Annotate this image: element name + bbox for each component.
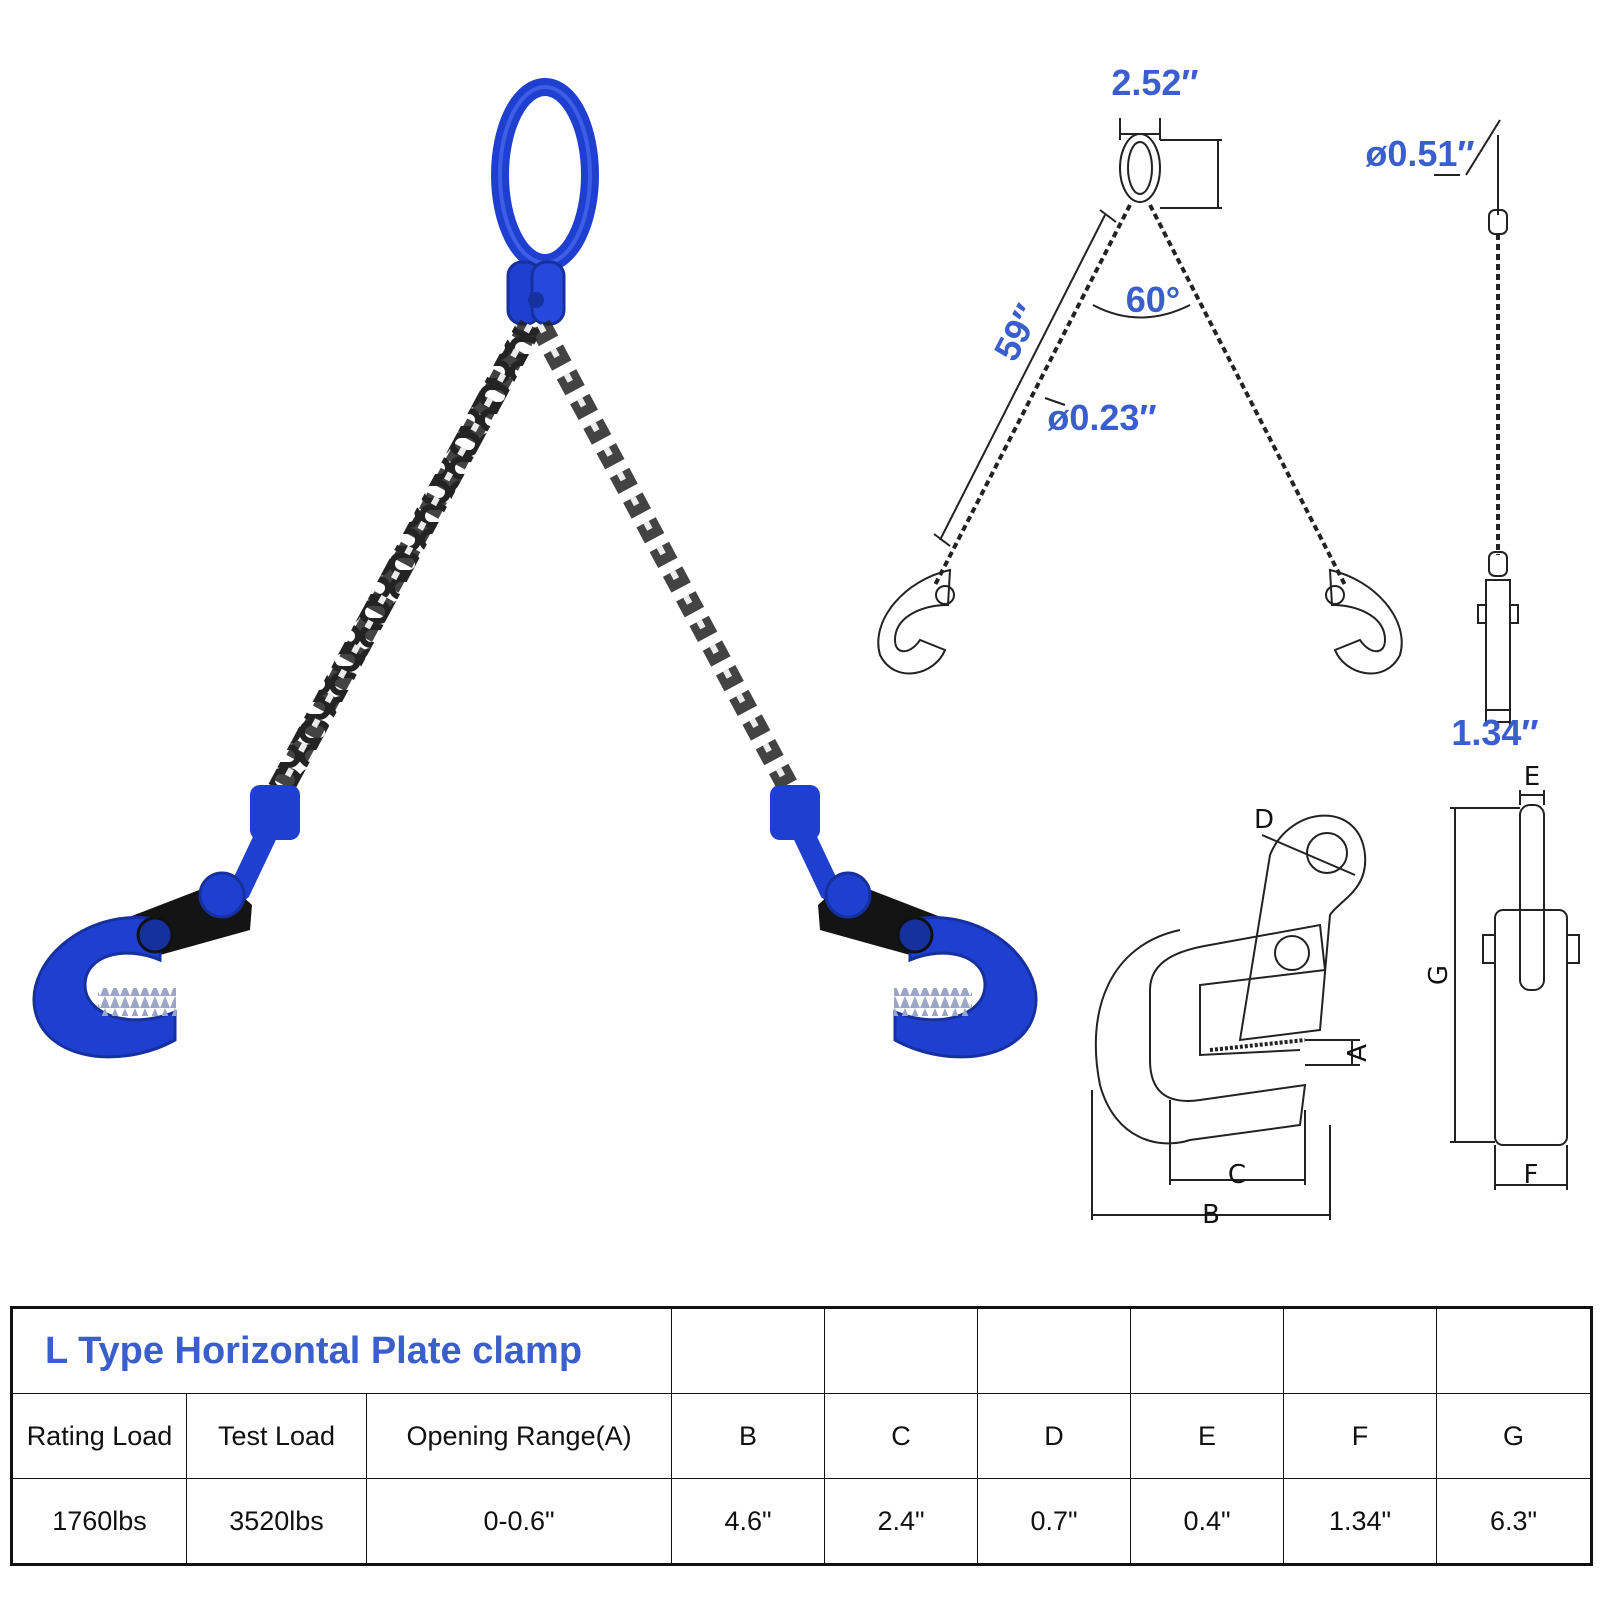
dim-letter-d: D bbox=[1254, 805, 1274, 835]
sling-angle-label: 60° bbox=[1126, 279, 1180, 320]
ring-width-label: 2.52″ bbox=[1111, 62, 1198, 103]
value-test-load: 3520lbs bbox=[186, 1478, 367, 1565]
chain-length-label: 59″ bbox=[986, 297, 1049, 367]
header-b: B bbox=[671, 1393, 826, 1479]
empty-cell bbox=[824, 1307, 979, 1394]
clamp-side-diagram bbox=[1450, 790, 1580, 1190]
spec-title-row: L Type Horizontal Plate clamp bbox=[10, 1307, 1593, 1394]
product-illustration: 2.52″ 59″ 60° ø0.23″ ø0.51″ 1.34″ A B C … bbox=[32, 62, 1580, 1230]
empty-cell bbox=[1436, 1307, 1593, 1394]
header-e: E bbox=[1130, 1393, 1285, 1479]
value-c: 2.4" bbox=[824, 1478, 979, 1565]
clamp-width-label: 1.34″ bbox=[1451, 712, 1538, 753]
coupling-links bbox=[506, 260, 566, 326]
empty-cell bbox=[671, 1307, 826, 1394]
dim-letter-b: B bbox=[1202, 1200, 1220, 1230]
clamp-detail-diagram bbox=[1091, 814, 1367, 1220]
header-g: G bbox=[1436, 1393, 1593, 1479]
dim-letter-g: G bbox=[1424, 965, 1454, 985]
sling-front-diagram bbox=[877, 118, 1403, 675]
value-f: 1.34" bbox=[1283, 1478, 1438, 1565]
header-c: C bbox=[824, 1393, 979, 1479]
side-chain-diameter-label: ø0.51″ bbox=[1365, 133, 1474, 174]
right-plate-clamp bbox=[770, 785, 1038, 1059]
spec-header-row: Rating Load Test Load Opening Range(A) B… bbox=[11, 1393, 1593, 1479]
spec-title: L Type Horizontal Plate clamp bbox=[10, 1307, 673, 1394]
sling-side-diagram bbox=[1434, 119, 1519, 725]
header-opening-range: Opening Range(A) bbox=[365, 1393, 673, 1479]
empty-cell bbox=[1130, 1307, 1285, 1394]
value-b: 4.6" bbox=[671, 1478, 826, 1565]
header-rating-load: Rating Load bbox=[11, 1393, 187, 1479]
header-test-load: Test Load bbox=[186, 1393, 367, 1479]
empty-cell bbox=[1283, 1307, 1438, 1394]
dim-letter-f: F bbox=[1524, 1160, 1539, 1190]
dim-letter-c: C bbox=[1228, 1160, 1246, 1190]
value-d: 0.7" bbox=[977, 1478, 1132, 1565]
value-e: 0.4" bbox=[1130, 1478, 1285, 1565]
product-sling-photo bbox=[32, 78, 1038, 1059]
dim-letter-a: A bbox=[1343, 1044, 1373, 1062]
chain-diameter-label: ø0.23″ bbox=[1047, 397, 1156, 438]
left-plate-clamp bbox=[32, 785, 300, 1059]
spec-table: L Type Horizontal Plate clamp Rating Loa… bbox=[10, 1306, 1594, 1566]
value-g: 6.3" bbox=[1436, 1478, 1593, 1565]
header-f: F bbox=[1283, 1393, 1438, 1479]
spec-value-row: 1760lbs 3520lbs 0-0.6" 4.6" 2.4" 0.7" 0.… bbox=[11, 1478, 1593, 1565]
header-d: D bbox=[977, 1393, 1132, 1479]
value-rating-load: 1760lbs bbox=[11, 1478, 187, 1565]
value-opening-range: 0-0.6" bbox=[365, 1478, 673, 1565]
empty-cell bbox=[977, 1307, 1132, 1394]
dim-letter-e: E bbox=[1524, 762, 1540, 792]
